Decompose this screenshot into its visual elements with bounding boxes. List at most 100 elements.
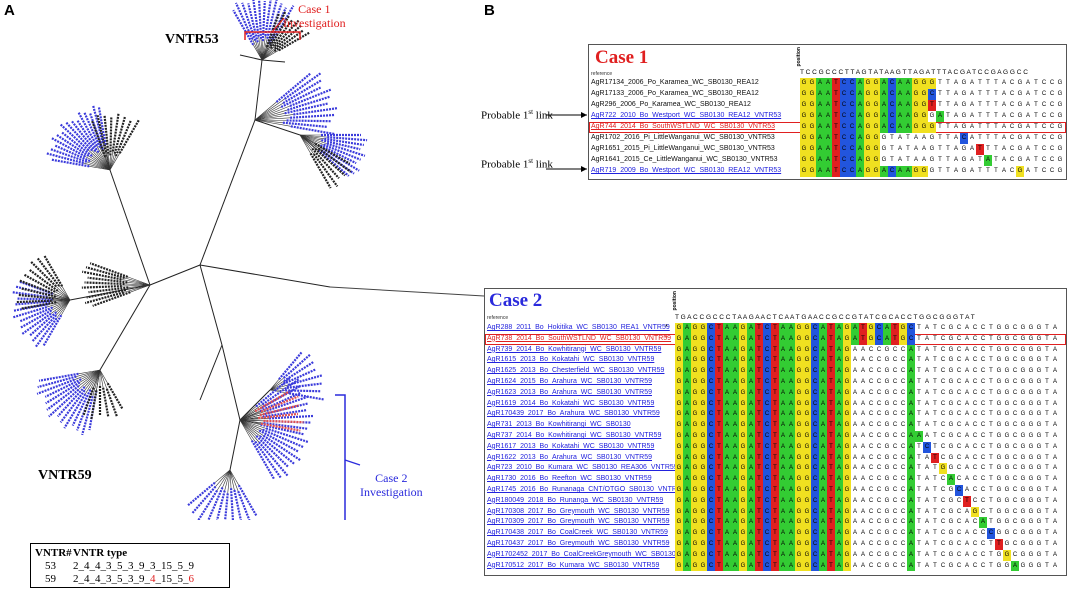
base-cell: A	[1052, 325, 1057, 331]
base-cell: G	[803, 463, 811, 475]
base-cell: G	[1028, 465, 1034, 472]
base-cell: A	[835, 452, 843, 464]
base-cell: C	[892, 508, 898, 515]
base-cell: A	[683, 387, 691, 399]
base-cell: A	[907, 495, 915, 507]
base-cell: T	[771, 441, 779, 453]
case1-callout-line2: Investigation	[283, 16, 346, 30]
base-cell: A	[953, 124, 958, 130]
base-cell: A	[683, 409, 691, 421]
base-cell: G	[675, 387, 683, 399]
base-cell: C	[840, 89, 848, 100]
base-cell: G	[691, 344, 699, 356]
leaf-label	[237, 490, 251, 520]
base-cell: G	[691, 506, 699, 518]
base-cell: A	[964, 562, 969, 569]
base-cell: G	[1028, 389, 1034, 396]
base-cell: G	[795, 485, 803, 496]
vntr-repeat: 5	[117, 573, 123, 585]
leaf-label	[81, 396, 94, 436]
base-cell: C	[940, 368, 946, 375]
base-cell: A	[1052, 541, 1057, 547]
base-cell: A	[953, 157, 958, 163]
base-cell: A	[984, 155, 992, 166]
base-cell: G	[803, 495, 811, 507]
base-cell: C	[868, 551, 874, 558]
base-cell: G	[1036, 443, 1042, 450]
base-cell: A	[819, 452, 827, 464]
base-cell: A	[779, 409, 787, 421]
base-cell: C	[940, 346, 946, 353]
base-cell: G	[996, 325, 1002, 331]
base-cell: C	[811, 517, 819, 529]
sample-id: AgR170437_2017_Bo_Greymouth_WC_SB0130_VN…	[487, 540, 670, 547]
base-cell: C	[763, 560, 771, 572]
base-cell: T	[933, 443, 937, 450]
alignment-row: AgR170439_2017_Bo_Arahura_WC_SB0130_VNTR…	[485, 409, 1066, 421]
base-cell: A	[1052, 487, 1057, 493]
base-cell: C	[940, 400, 946, 407]
base-cell: G	[843, 377, 851, 388]
base-cell: G	[1017, 91, 1023, 97]
base-cell: G	[1057, 80, 1063, 86]
base-cell: A	[723, 387, 731, 399]
base-cell: T	[827, 398, 835, 410]
case2-callout-line2: Investigation	[360, 485, 423, 499]
base-cell: G	[803, 409, 811, 421]
base-cell: A	[907, 452, 915, 464]
base-cell: A	[852, 433, 857, 439]
base-cell: A	[835, 420, 843, 431]
base-cell: T	[989, 411, 993, 418]
base-cell: T	[946, 146, 950, 152]
base-cell: C	[1009, 102, 1015, 108]
base-cell: A	[779, 539, 787, 550]
base-cell: T	[986, 113, 990, 119]
leaf-label	[263, 419, 304, 424]
base-cell: C	[876, 487, 882, 493]
base-cell: A	[907, 441, 915, 453]
base-cell: T	[755, 517, 763, 529]
base-cell: A	[896, 78, 904, 89]
base-cell: A	[835, 495, 843, 507]
base-cell: A	[835, 398, 843, 410]
leaf-label	[327, 136, 368, 142]
base-cell: T	[986, 91, 990, 97]
leaf-label	[258, 0, 263, 39]
base-cell: G	[800, 78, 808, 89]
base-cell: C	[892, 562, 898, 569]
base-cell: G	[961, 168, 967, 174]
base-cell: G	[1028, 357, 1034, 364]
base-cell: G	[739, 323, 747, 334]
base-cell: T	[1045, 562, 1049, 569]
base-cell: G	[739, 452, 747, 464]
base-cell: C	[811, 539, 819, 550]
base-cell: A	[852, 497, 857, 504]
base-cell: T	[931, 452, 939, 464]
base-cell: C	[940, 422, 946, 429]
base-cell: A	[683, 344, 691, 356]
base-cell: C	[892, 541, 898, 547]
base-cell: C	[928, 89, 936, 100]
base-cell: G	[795, 549, 803, 561]
leaf-label	[284, 102, 329, 115]
base-cell: G	[691, 323, 699, 334]
base-cell: T	[715, 441, 723, 453]
base-cell: G	[843, 420, 851, 431]
base-cell: A	[787, 517, 795, 529]
base-cell: T	[989, 487, 993, 493]
base-cell: A	[852, 357, 857, 364]
base-cell: G	[1017, 113, 1023, 119]
base-cell: T	[933, 487, 937, 493]
base-cell: G	[699, 409, 707, 421]
base-cell: A	[787, 409, 795, 421]
base-cell: C	[980, 476, 986, 483]
base-cell: A	[969, 91, 974, 97]
base-cell: C	[763, 528, 771, 539]
base-cell: A	[860, 411, 865, 418]
case2-bracket	[335, 394, 346, 520]
alignment-row: AgR1625_2013_Bo_Chesterfield_WC_SB0130_V…	[485, 366, 1066, 377]
base-cell: G	[795, 441, 803, 453]
base-cell: C	[763, 463, 771, 475]
base-cell: A	[1025, 168, 1030, 174]
base-cell: A	[824, 100, 832, 111]
